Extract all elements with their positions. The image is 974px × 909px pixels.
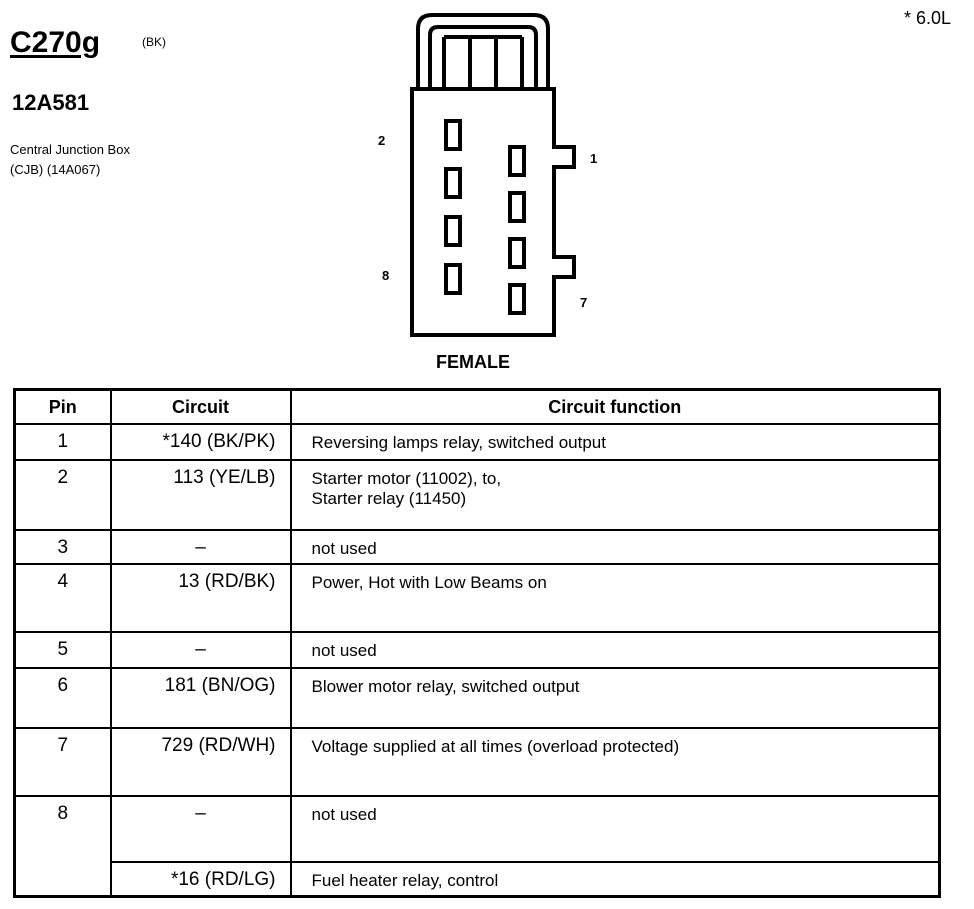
pin-cell: 3 xyxy=(13,529,112,566)
function-line: Blower motor relay, switched output xyxy=(311,677,580,697)
connector-face-diagram: 2 1 8 7 xyxy=(378,13,597,337)
function-cell: Power, Hot with Low Beams on xyxy=(289,563,941,634)
function-cell: Fuel heater relay, control xyxy=(289,861,941,898)
connector-body-outline xyxy=(410,87,576,337)
table-header-row: Pin Circuit Circuit function xyxy=(13,388,941,425)
function-cell: Voltage supplied at all times (overload … xyxy=(289,727,941,798)
pin-cavity-2 xyxy=(444,119,462,151)
table-row: 8 – not used xyxy=(13,795,941,898)
function-cell: not used xyxy=(289,795,941,864)
circuit-cell: 13 (RD/BK) xyxy=(109,563,292,634)
function-line: not used xyxy=(311,641,377,661)
pin-cell: 1 xyxy=(13,422,112,462)
engine-note: * 6.0L xyxy=(904,8,952,28)
description-line1: Central Junction Box xyxy=(10,142,130,157)
connector-latch-drawing xyxy=(416,13,550,87)
pin-cell: 2 xyxy=(13,459,112,532)
circuit-cell: – xyxy=(109,795,292,864)
connector-gender-label: FEMALE xyxy=(436,352,510,372)
function-cell: Reversing lamps relay, switched output xyxy=(289,422,941,462)
header-circuit: Circuit xyxy=(109,388,292,425)
pin-label-8: 8 xyxy=(382,268,389,283)
pin-cell: 8 xyxy=(13,795,112,898)
function-cell: Blower motor relay, switched output xyxy=(289,667,941,730)
pin-cavity-3 xyxy=(508,191,526,223)
pin-cell: 6 xyxy=(13,667,112,730)
connector-color-code: (BK) xyxy=(142,35,166,49)
table-row: 6 181 (BN/OG) Blower motor relay, switch… xyxy=(13,667,941,730)
pin-cavity-7 xyxy=(508,283,526,315)
circuit-cell: *16 (RD/LG) xyxy=(109,861,292,898)
pin-cell: 4 xyxy=(13,563,112,634)
function-line: not used xyxy=(311,805,377,825)
table-row: 5 – not used xyxy=(13,631,941,670)
function-line: Reversing lamps relay, switched output xyxy=(311,433,607,452)
function-cell: not used xyxy=(289,631,941,670)
circuit-cell: *140 (BK/PK) xyxy=(109,422,292,462)
description-line2: (CJB) (14A067) xyxy=(10,162,101,177)
table-row: 7 729 (RD/WH) Voltage supplied at all ti… xyxy=(13,727,941,798)
pin-cavity-4 xyxy=(444,167,462,199)
table-row: 1 *140 (BK/PK) Reversing lamps relay, sw… xyxy=(13,422,941,462)
connector-id: C270g xyxy=(10,26,101,59)
circuit-cell: 113 (YE/LB) xyxy=(109,459,292,532)
circuit-cell: 181 (BN/OG) xyxy=(109,667,292,730)
pin-cell: 7 xyxy=(13,727,112,798)
pin-cavity-6 xyxy=(444,215,462,247)
pin-label-7: 7 xyxy=(580,295,587,310)
pin-cell: 5 xyxy=(13,631,112,670)
part-number: 12A581 xyxy=(12,90,90,115)
pin-label-1: 1 xyxy=(590,151,597,166)
circuit-cell: – xyxy=(109,631,292,670)
header-circuit-function: Circuit function xyxy=(289,388,941,425)
circuit-cell: 729 (RD/WH) xyxy=(109,727,292,798)
pin-label-2: 2 xyxy=(378,133,385,148)
pin-cavity-1 xyxy=(508,145,526,177)
function-line: Fuel heater relay, control xyxy=(311,871,499,891)
pin-table: Pin Circuit Circuit function 1 *140 (BK/… xyxy=(13,388,941,898)
function-line: Starter relay (11450) xyxy=(311,489,467,509)
pin-cavity-5 xyxy=(508,237,526,269)
function-line: Power, Hot with Low Beams on xyxy=(311,573,547,593)
function-line: Starter motor (11002), to, xyxy=(311,469,502,489)
table-row: 3 – not used xyxy=(13,529,941,566)
header-pin: Pin xyxy=(13,388,112,425)
function-cell: not used xyxy=(289,529,941,566)
function-line: Voltage supplied at all times (overload … xyxy=(311,737,680,757)
function-cell: Starter motor (11002), to, Starter relay… xyxy=(289,459,941,532)
table-row: 2 113 (YE/LB) Starter motor (11002), to,… xyxy=(13,459,941,532)
table-row: *16 (RD/LG) Fuel heater relay, control xyxy=(15,861,941,898)
table-row: 4 13 (RD/BK) Power, Hot with Low Beams o… xyxy=(13,563,941,634)
circuit-cell: – xyxy=(109,529,292,566)
pin-cavity-8 xyxy=(444,263,462,295)
function-line: not used xyxy=(311,539,377,559)
